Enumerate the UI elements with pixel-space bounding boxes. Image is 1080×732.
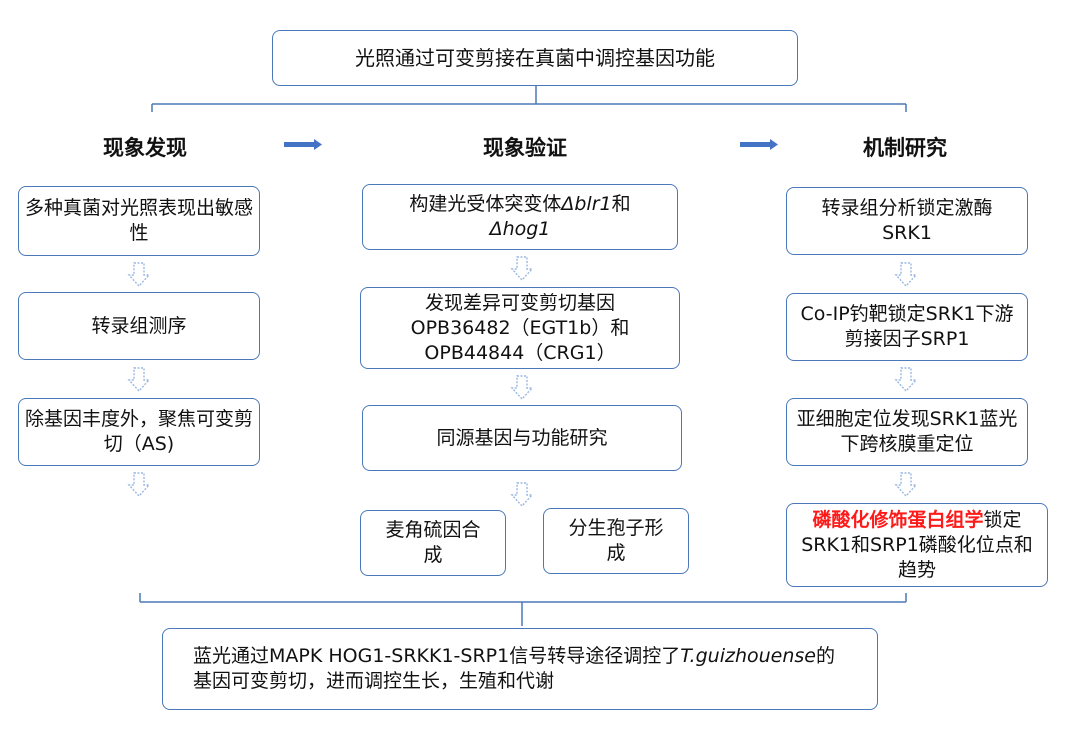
down-arrow-icon (894, 367, 918, 393)
header-arrow-2 (740, 139, 778, 150)
mechanism-box-4: 磷酸化修饰蛋白组学锁定SRK1和SRP1磷酸化位点和趋势 (786, 503, 1048, 587)
mechanism-box-3: 亚细胞定位发现SRK1蓝光下跨核膜重定位 (786, 398, 1028, 466)
mechanism-box-1: 转录组分析锁定激酶SRK1 (786, 187, 1028, 255)
header-verification: 现象验证 (483, 136, 567, 160)
highlight-text: 磷酸化修饰蛋白组学 (812, 508, 984, 531)
title-text: 光照通过可变剪接在真菌中调控基因功能 (355, 45, 715, 70)
down-arrow-icon (894, 262, 918, 288)
gene-hog1: Δhog1 (489, 218, 551, 240)
discovery-box-1: 多种真菌对光照表现出敏感性 (18, 186, 260, 256)
down-arrow-icon (510, 375, 534, 401)
discovery-box-2: 转录组测序 (18, 292, 260, 360)
verification-box-1: 构建光受体突变体Δblr1和 Δhog1 (362, 184, 678, 250)
verification-box-2: 发现差异可变剪切基因 OPB36482（EGT1b）和 OPB44844（CRG… (360, 287, 680, 369)
down-arrow-icon (894, 472, 918, 498)
gene-blr1: Δblr1 (561, 193, 612, 215)
header-arrow-1 (284, 139, 322, 150)
species-name: T.guizhouense (680, 645, 816, 667)
header-discovery: 现象发现 (103, 136, 187, 160)
discovery-box-3: 除基因丰度外，聚焦可变剪切（AS) (18, 398, 260, 466)
header-mechanism: 机制研究 (863, 136, 947, 160)
down-arrow-icon (510, 256, 534, 282)
title-box: 光照通过可变剪接在真菌中调控基因功能 (272, 30, 798, 86)
down-arrow-icon (510, 482, 534, 508)
verification-box-5: 分生孢子形成 (543, 508, 689, 574)
down-arrow-icon (127, 472, 151, 498)
down-arrow-icon (127, 262, 151, 288)
down-arrow-icon (127, 367, 151, 393)
verification-box-4: 麦角硫因合成 (360, 510, 506, 576)
verification-box-3: 同源基因与功能研究 (362, 405, 682, 471)
mechanism-box-2: Co-IP钓靶锁定SRK1下游剪接因子SRP1 (786, 293, 1028, 361)
conclusion-box: 蓝光通过MAPK HOG1-SRKK1-SRP1信号转导途径调控了T.guizh… (162, 628, 878, 710)
